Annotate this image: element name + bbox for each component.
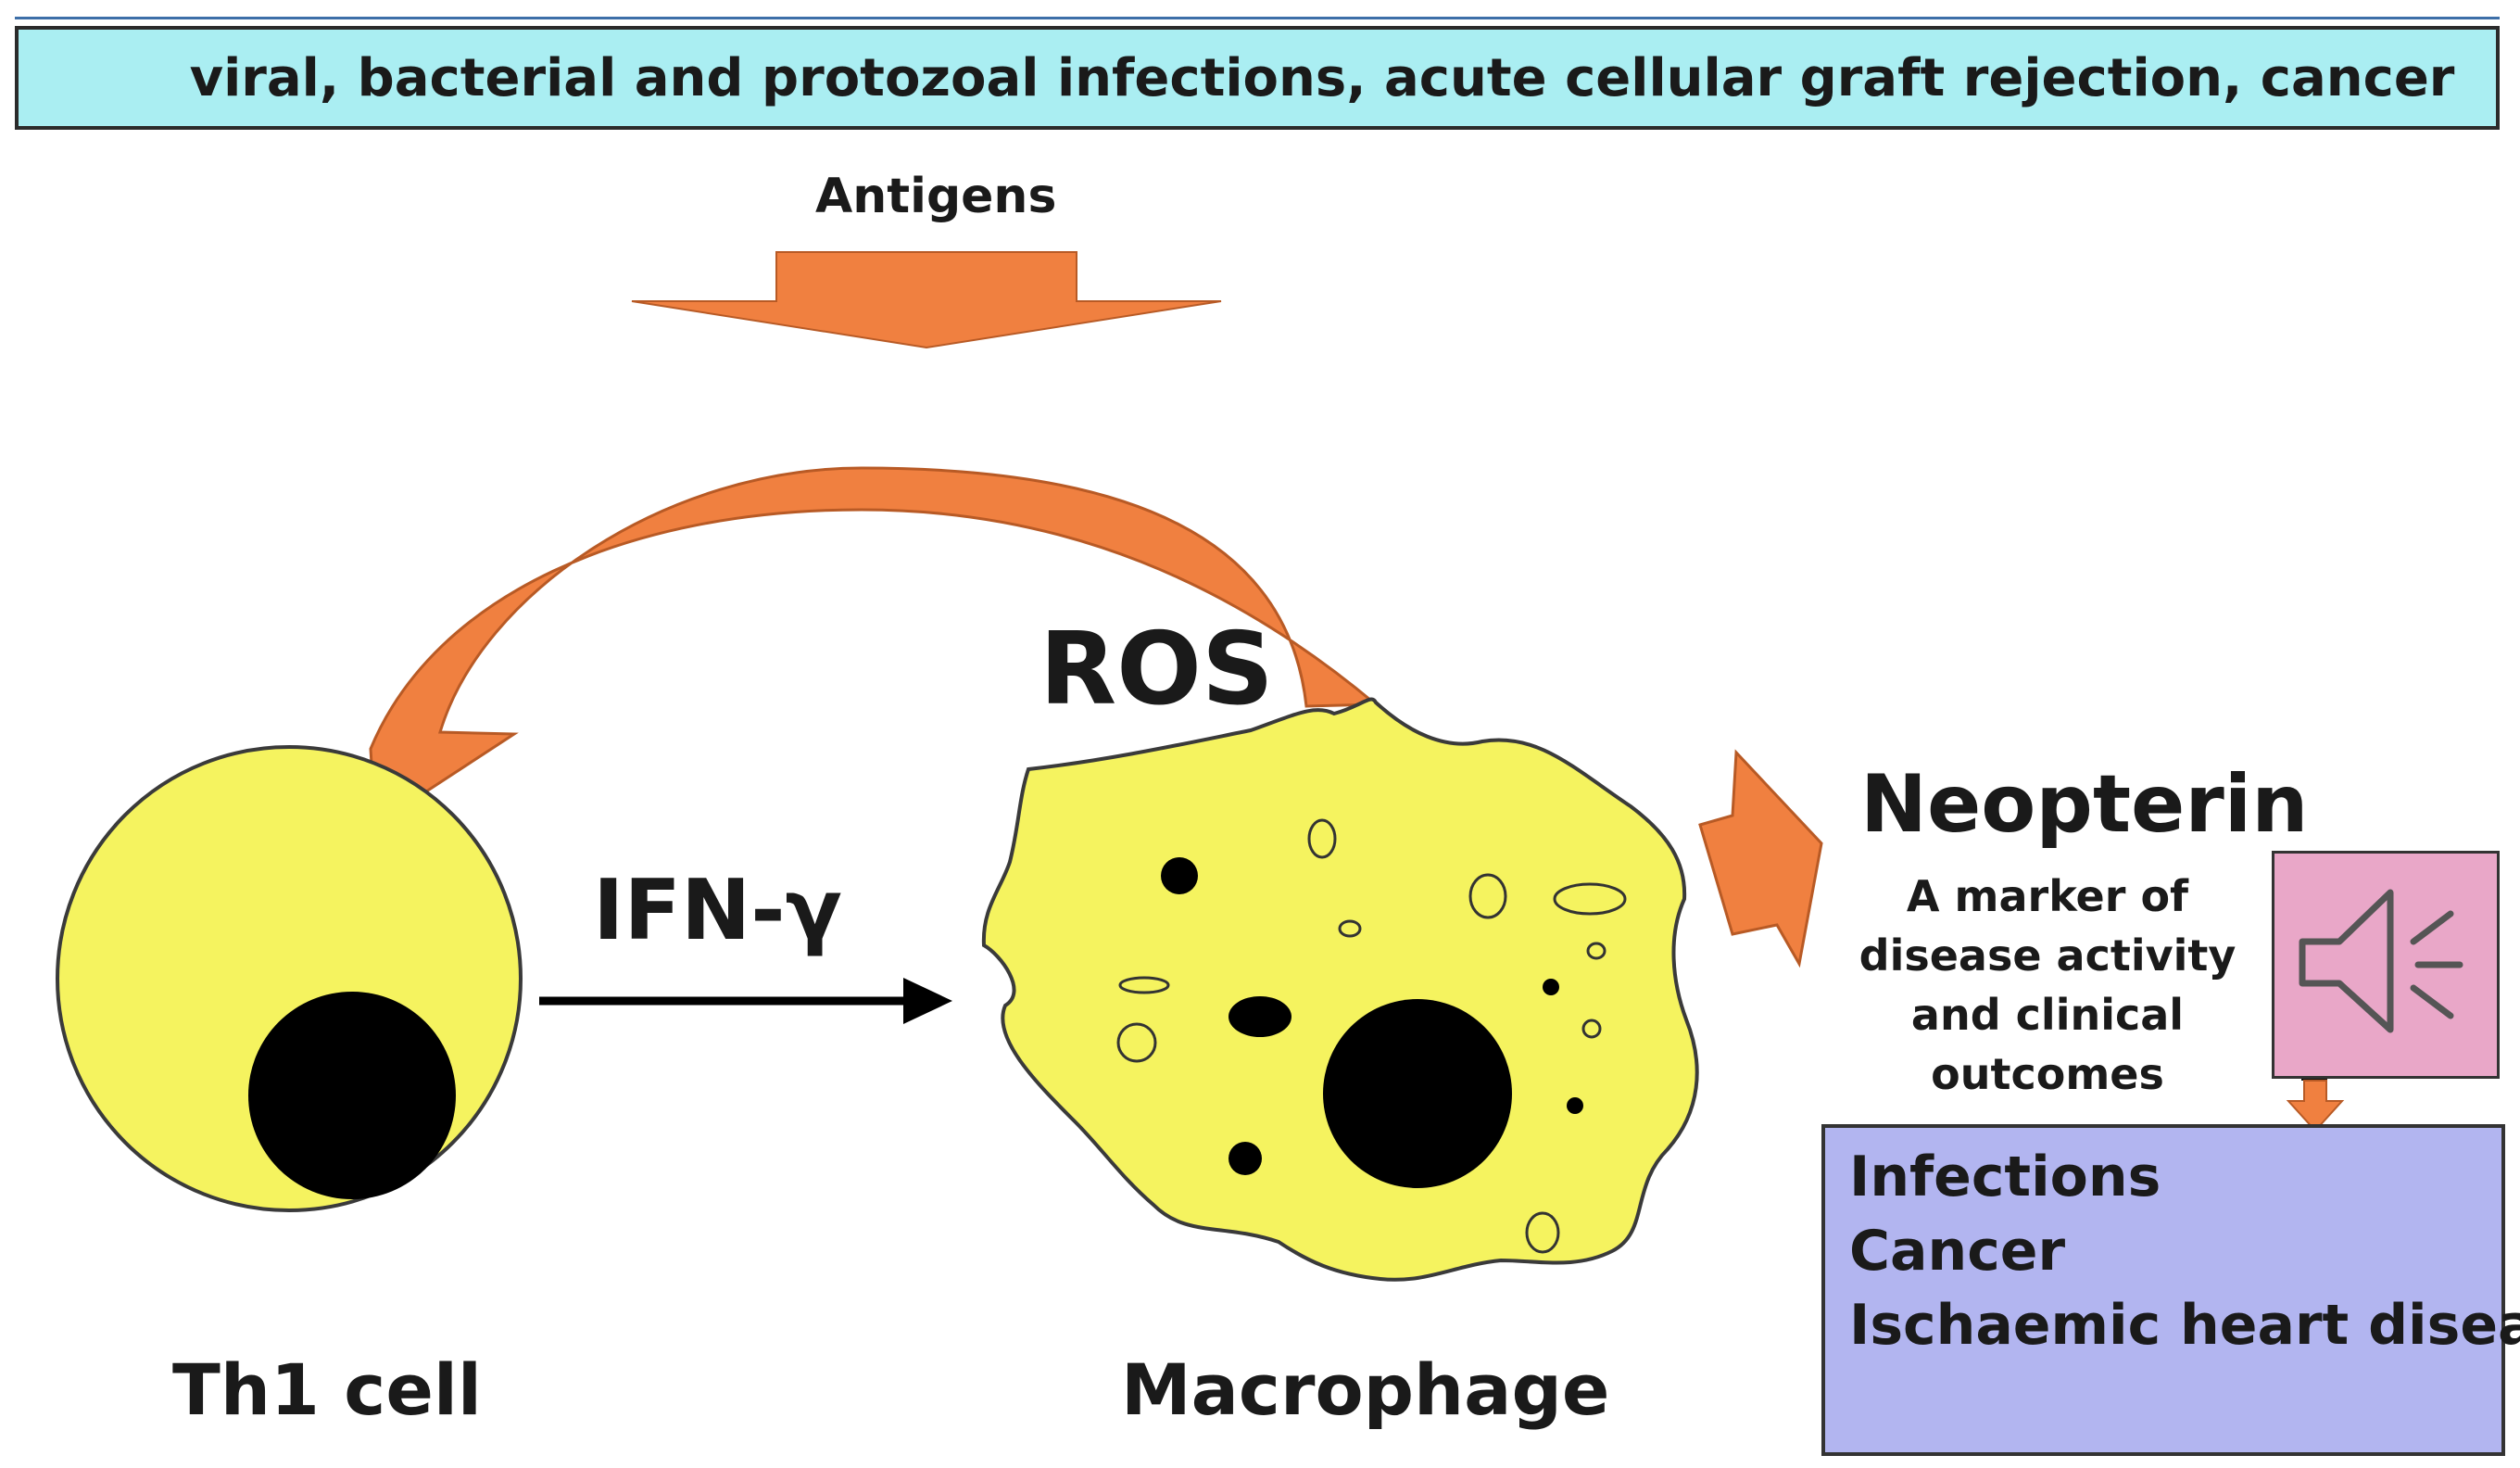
dark-vesicle: [1543, 979, 1559, 995]
dark-vesicle: [1228, 1142, 1262, 1175]
antigens-label: Antigens: [815, 169, 1057, 224]
light-vesicle: [1338, 919, 1362, 938]
light-vesicle: [1468, 873, 1507, 919]
conditions-banner: viral, bacterial and protozoal infection…: [15, 26, 2500, 130]
light-vesicle: [1118, 976, 1170, 994]
banner-text: viral, bacterial and protozoal infection…: [189, 48, 2455, 108]
top-rule: [15, 17, 2500, 19]
disease-item: Cancer: [1849, 1219, 2066, 1284]
ifn-gamma-label: IFN-γ: [593, 862, 842, 959]
marker-description: A marker of disease activity and clinica…: [1858, 871, 2236, 1099]
ros-label: ROS: [1040, 612, 1274, 728]
light-vesicle: [1553, 882, 1627, 916]
disease-item: Ischaemic heart disease: [1849, 1293, 2520, 1358]
light-vesicle: [1307, 818, 1337, 859]
speaker-icon: [2299, 889, 2463, 1033]
antigens-arrow: [631, 251, 1222, 349]
ifn-arrow-head: [903, 978, 952, 1024]
neopterin-label: Neopterin: [1860, 758, 2309, 851]
dark-vesicle: [1567, 1097, 1583, 1114]
disease-item: Infections: [1849, 1145, 2161, 1209]
th1-cell-label: Th1 cell: [172, 1348, 482, 1431]
macrophage-label: Macrophage: [1121, 1348, 1610, 1431]
neopterin-arrow: [1698, 749, 1823, 968]
light-vesicle: [1116, 1022, 1157, 1063]
th1-nucleus: [248, 992, 456, 1199]
macrophage-cell: [981, 697, 1699, 1282]
macrophage-nucleus: [1323, 999, 1512, 1188]
down-arrow-small: [2286, 1080, 2345, 1133]
speaker-box: [2272, 851, 2500, 1079]
light-vesicle: [1581, 1019, 1602, 1039]
light-vesicle: [1525, 1211, 1560, 1254]
light-vesicle: [1586, 942, 1606, 960]
dark-vesicle: [1228, 996, 1292, 1037]
disease-list-box: Infections Cancer Ischaemic heart diseas…: [1821, 1124, 2520, 1456]
dark-vesicle: [1161, 857, 1198, 894]
